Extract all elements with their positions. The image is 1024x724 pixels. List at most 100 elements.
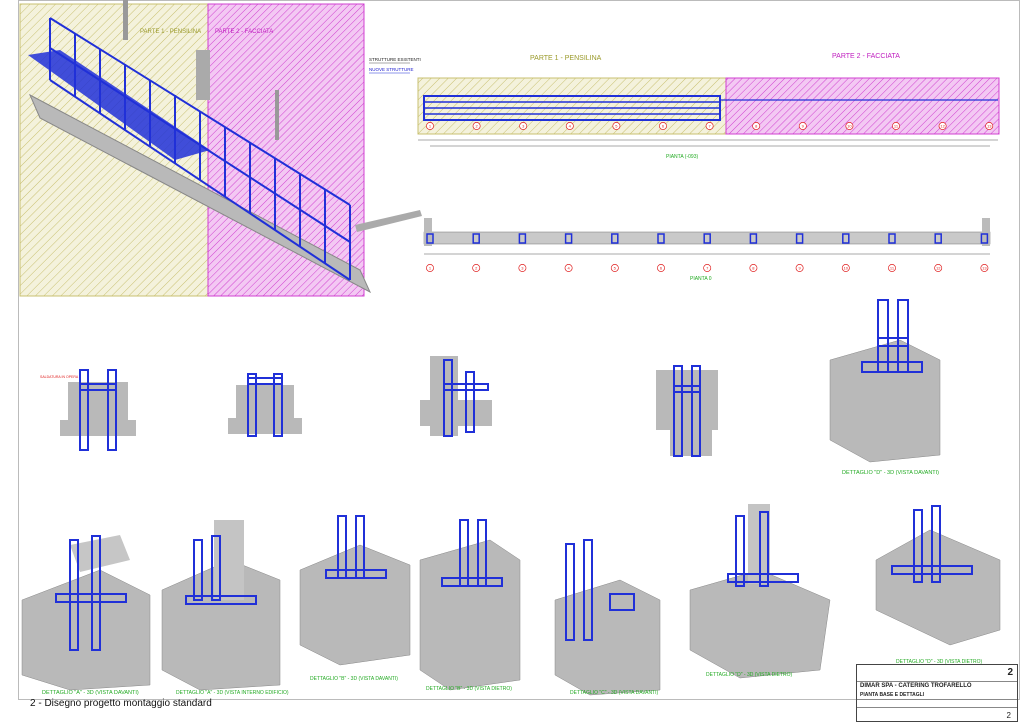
iso-detail-6: DETTAGLIO "D" - 3D (VISTA DIETRO)	[689, 504, 831, 679]
iso-detail-2: DETTAGLIO "A" - 3D (VISTA INTERNO EDIFIC…	[161, 520, 289, 696]
grid-post	[980, 233, 989, 244]
grid-post	[611, 233, 619, 244]
legend-existing: STRUTTURE ESISTENTI	[369, 57, 421, 62]
grid-bubble	[657, 264, 665, 272]
iso-detail-6-label: DETTAGLIO "D" - 3D (VISTA DIETRO)	[706, 672, 792, 678]
grid-bubble	[705, 122, 714, 130]
grid-bubble-label: 6	[660, 266, 663, 271]
grid-bubble-label: 4	[567, 266, 570, 271]
overview-part1-label: PARTE 1 - PENSILINA	[140, 29, 201, 35]
grid-bubble	[795, 264, 804, 272]
grid-bubble	[519, 122, 528, 130]
iso-detail-1-label: DETTAGLIO "A" - 3D (VISTA DAVANTI)	[42, 690, 139, 696]
grid-bubble-label: 5	[615, 124, 618, 129]
title-block-client: DIMAR SPA - CATERING TROFARELLO	[860, 683, 972, 689]
grid-bubble	[426, 264, 434, 272]
grid-post	[564, 233, 573, 244]
grid-bubble	[426, 122, 434, 130]
grid-bubble	[938, 122, 947, 130]
iso-detail-3: DETTAGLIO "B" - 3D (VISTA DAVANTI)	[299, 515, 411, 682]
plan-bottom: PIANTA 0	[423, 218, 991, 282]
grid-bubble	[703, 264, 712, 272]
detail-d-front: DETTAGLIO "D" - 3D (VISTA DAVANTI)	[829, 299, 941, 476]
grid-bubble-label: 13	[982, 266, 987, 271]
grid-bubble	[841, 264, 850, 272]
grid-bubble-label: 2	[475, 124, 478, 129]
title-block-sheet: 2	[1006, 711, 1011, 720]
grid-bubble-label: 5	[614, 266, 617, 271]
grid-bubble	[752, 122, 761, 130]
section-b	[228, 373, 302, 437]
detail-d-front-label: DETTAGLIO "D" - 3D (VISTA DAVANTI)	[842, 470, 939, 476]
grid-bubble-label: 9	[798, 266, 801, 271]
grid-bubble	[985, 122, 994, 130]
section-a: SALDATURA IN OPERA	[40, 369, 136, 451]
title-block-number: 2	[1007, 667, 1013, 678]
grid-post	[426, 233, 434, 244]
plan-bottom-title: PIANTA 0	[690, 276, 712, 282]
plan-top: PARTE 1 - PENSILINA PARTE 2 - FACCIATA P…	[417, 53, 1000, 160]
iso-detail-4-label: DETTAGLIO "B" - 3D (VISTA DIETRO)	[426, 686, 512, 692]
grid-bubble	[892, 122, 900, 130]
grid-post	[518, 233, 527, 244]
grid-post	[657, 233, 665, 244]
grid-bubble-label: 6	[662, 124, 665, 129]
grid-bubble-label: 8	[755, 124, 758, 129]
grid-bubble-label: 11	[890, 266, 895, 271]
grid-bubble	[564, 264, 573, 272]
legend: STRUTTURE ESISTENTI NUOVE STRUTTURE	[369, 57, 421, 74]
grid-bubble	[565, 122, 574, 130]
grid-post	[934, 233, 942, 244]
grid-bubble-label: 2	[475, 266, 478, 271]
grid-bubble-label: 13	[987, 124, 992, 129]
grid-post	[795, 233, 804, 244]
grid-bubble	[518, 264, 527, 272]
title-block: 2 DIMAR SPA - CATERING TROFARELLO PIANTA…	[856, 664, 1018, 722]
grid-bubble	[888, 264, 896, 272]
grid-bubble-label: 9	[802, 124, 805, 129]
iso-detail-3-label: DETTAGLIO "B" - 3D (VISTA DAVANTI)	[310, 676, 398, 682]
grid-bubble	[798, 122, 807, 130]
grid-bubble-label: 10	[844, 266, 849, 271]
grid-bubble-label: 1	[429, 266, 432, 271]
iso-detail-4: DETTAGLIO "B" - 3D (VISTA DIETRO)	[419, 519, 521, 692]
section-a-note: SALDATURA IN OPERA	[40, 375, 79, 379]
grid-bubble	[845, 122, 854, 130]
grid-bubble-label: 7	[706, 266, 709, 271]
figure-caption: 2 - Disegno progetto montaggio standard	[30, 698, 212, 709]
grid-post	[888, 233, 896, 244]
iso-details: DETTAGLIO "A" - 3D (VISTA DAVANTI) DETTA…	[21, 504, 1001, 696]
plan-part2-label: PARTE 2 - FACCIATA	[832, 53, 900, 60]
grid-bubble-label: 3	[522, 124, 525, 129]
iso-detail-5: DETTAGLIO "C" - 3D (VISTA DAVANTI)	[554, 539, 661, 696]
iso-detail-7-label: DETTAGLIO "D" - 3D (VISTA DIETRO)	[896, 659, 982, 665]
legend-new: NUOVE STRUTTURE	[369, 67, 414, 72]
grid-post	[703, 233, 711, 244]
grid-bubble-label: 8	[752, 266, 755, 271]
title-block-title: PIANTA BASE E DETTAGLI	[860, 692, 925, 698]
grid-bubble-label: 4	[569, 124, 572, 129]
grid-bubble-label: 12	[940, 124, 945, 129]
section-details: SALDATURA IN OPERA	[40, 299, 941, 476]
grid-bubble	[472, 264, 481, 272]
grid-bubble	[659, 122, 667, 130]
overview-3d: PARTE 1 - PENSILINA PARTE 2 - FACCIATA	[19, 0, 422, 297]
iso-detail-7: DETTAGLIO "D" - 3D (VISTA DIETRO)	[875, 505, 1001, 665]
grid-bubble	[610, 264, 619, 272]
grid-bubble-label: 1	[429, 124, 432, 129]
grid-bubble-label: 7	[708, 124, 711, 129]
grid-bubble	[934, 264, 943, 272]
grid-bubble-label: 10	[847, 124, 852, 129]
iso-detail-2-label: DETTAGLIO "A" - 3D (VISTA INTERNO EDIFIC…	[176, 690, 289, 696]
section-c	[420, 356, 492, 437]
grid-post	[472, 233, 480, 244]
overview-part2-label: PARTE 2 - FACCIATA	[215, 29, 273, 35]
plan-top-title: PIANTA (-093)	[666, 154, 698, 160]
grid-bubble	[612, 122, 621, 130]
grid-bubble-label: 12	[936, 266, 941, 271]
grid-bubble	[980, 264, 989, 272]
iso-detail-5-label: DETTAGLIO "C" - 3D (VISTA DAVANTI)	[570, 690, 659, 696]
